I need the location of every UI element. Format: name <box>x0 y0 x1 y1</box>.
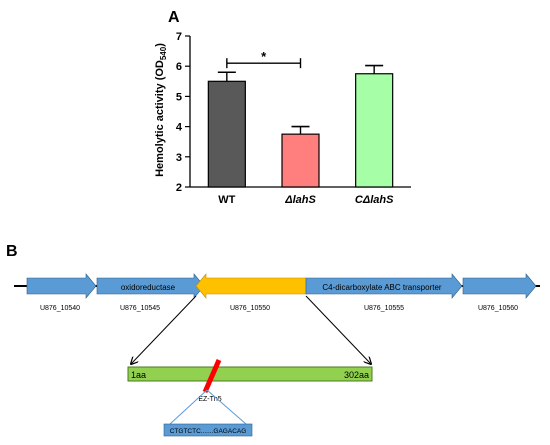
x-tick-labels: WT ΔlahS CΔlahS <box>218 194 394 206</box>
y-tick-label-0: 2 <box>176 182 182 194</box>
locus-u876-10545: U876_10545 <box>120 305 160 312</box>
locus-u876-10560: U876_10560 <box>478 305 518 312</box>
gene-arrow-u876-10555 <box>305 273 463 299</box>
y-tick-label-5: 7 <box>176 31 182 43</box>
y-tick-label-1: 3 <box>176 152 182 164</box>
x-tick-label-0: WT <box>218 194 235 206</box>
bar-0 <box>207 80 246 188</box>
gene-arrow-u876-10540 <box>26 273 97 299</box>
gene-name-c4-dicarboxylate: C4-dicarboxylate ABC transporter <box>322 283 442 292</box>
y-tick-label-3: 5 <box>176 91 182 103</box>
y-tick-label-4: 6 <box>176 61 182 73</box>
x-tick-label-1: ΔlahS <box>284 194 316 206</box>
sequence-text: CTGTCTC.......GAGACAG <box>170 428 247 435</box>
locus-u876-10555: U876_10555 <box>364 305 404 312</box>
gene-arrow-u876-10560 <box>462 273 537 299</box>
protein-start-label: 1aa <box>131 370 146 380</box>
gene-arrow-u876-10545 <box>96 273 205 299</box>
y-axis-label: Hemolytic activity (OD540) <box>154 43 168 177</box>
error-bars <box>217 64 384 135</box>
panel-b-label: B <box>6 243 18 260</box>
bars <box>207 73 394 188</box>
y-ticks: 2 3 4 5 6 7 <box>176 31 190 194</box>
gene-arrow-u876-10550 <box>195 273 307 299</box>
expansion-line-left <box>131 295 197 364</box>
panel-a-label: A <box>168 9 180 26</box>
significance-bracket: * <box>226 49 302 69</box>
transposon-insertion-mark <box>202 358 222 394</box>
bar-2 <box>355 73 394 188</box>
protein-end-label: 302aa <box>344 370 369 380</box>
x-tick-label-2: CΔlahS <box>355 194 394 206</box>
transposon-label: EZ-Tn5 <box>198 396 221 403</box>
bar-1 <box>281 133 320 188</box>
sequence-box <box>163 423 253 437</box>
protein-bar <box>127 366 373 382</box>
y-tick-label-2: 4 <box>176 122 183 134</box>
locus-u876-10540: U876_10540 <box>40 305 80 312</box>
sig-star: * <box>261 49 267 64</box>
insertion-line-left <box>169 389 208 425</box>
locus-u876-10550: U876_10550 <box>230 305 270 312</box>
expansion-line-right <box>305 295 371 364</box>
insertion-line-right <box>206 389 247 425</box>
gene-name-oxidoreductase: oxidoreductase <box>121 283 176 292</box>
